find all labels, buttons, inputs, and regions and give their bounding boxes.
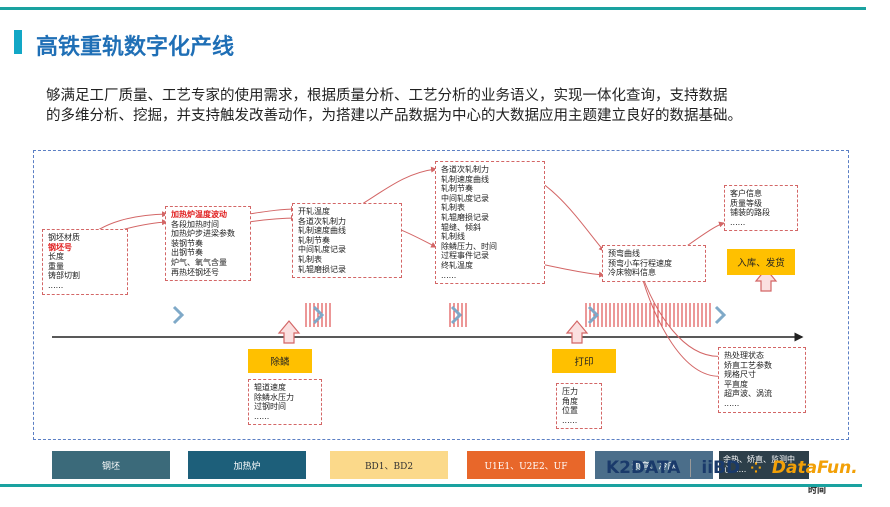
box-billet: 钢坯材质钢坯号长度重量铸部切割......	[42, 229, 128, 295]
box-line: 轧制线	[441, 232, 465, 242]
box-line: ......	[441, 270, 457, 280]
label-descale: 除鳞	[248, 349, 312, 373]
box-line: ......	[724, 398, 740, 408]
page-title: 高铁重轨数字化产线	[36, 35, 235, 60]
box-line: 装钢节奏	[171, 238, 203, 248]
stage-furnace: 加热炉	[188, 451, 306, 479]
stage-bending-cooling: 预弯、冷床	[595, 451, 713, 479]
box-line: 辊道速度	[254, 383, 286, 392]
box-line: 轧辊磨损记录	[441, 212, 489, 222]
time-label: 时间	[808, 486, 827, 496]
box-furnace: 加热炉温度波动各段加热时间加热炉步进梁参数装钢节奏出钢节奏炉气、氧气含量再热坯钢…	[165, 206, 251, 282]
box-line: 过钢时间	[254, 402, 286, 412]
box-descale: 辊道速度除鳞水压力过钢时间......	[248, 379, 322, 426]
box-line: 角度	[562, 396, 578, 406]
box-line: ......	[48, 280, 64, 290]
box-line: 预弯曲线	[608, 249, 640, 258]
box-line: 平直度	[724, 379, 748, 389]
box-line: 长度	[48, 252, 64, 262]
k2data-logo: K2DATA	[606, 458, 681, 478]
box-straighten: 热处理状态矫直工艺参数规格尺寸平直度超声波、涡流......	[718, 347, 806, 413]
box-line: 位置	[562, 406, 578, 416]
chevron-right-icon	[312, 305, 325, 325]
box-line: 出钢节奏	[171, 248, 203, 258]
stage-billet: 钢坯	[52, 451, 170, 479]
bottom-accent-line	[0, 484, 862, 487]
box-line: 冷床物料信息	[608, 268, 656, 278]
box-line: 轧辊磨损记录	[298, 264, 346, 274]
timeline-hatch	[52, 301, 812, 329]
box-line: 终轧温度	[441, 260, 473, 270]
box-line: 客户信息	[730, 189, 762, 198]
box-line: 轧制表	[298, 254, 322, 264]
box-line: 各道次轧制力	[441, 165, 489, 174]
box-line: 轧制速度曲线	[298, 226, 346, 236]
box-line: 除鳞水压力	[254, 392, 294, 402]
title-accent-bar	[14, 30, 22, 54]
box-line: 辊缝、倾斜	[441, 222, 481, 232]
description: 够满足工厂质量、工艺专家的使用需求，根据质量分析、工艺分析的业务语义，实现一体化…	[46, 86, 846, 126]
box-line: 铸部切割	[48, 271, 80, 281]
chevron-right-icon	[587, 305, 600, 325]
stage-bd: BD1、BD2	[330, 451, 448, 479]
box-line: 中间轧度记录	[441, 193, 489, 203]
diagram-frame: 钢坯 加热炉 BD1、BD2 U1E1、U2E2、UF 预弯、冷床 余热、矫直、…	[33, 150, 849, 496]
description-line: 的多维分析、挖掘，并支持触发改善动作，为搭建以产品数据为中心的大数据应用主题建立…	[46, 108, 742, 124]
box-line: 轧制速度曲线	[441, 174, 489, 184]
stage-straighten: 余热、矫直、监测中心......	[719, 451, 809, 479]
datafun-dots-icon: ⁘	[750, 459, 762, 476]
box-line: 规格尺寸	[724, 370, 756, 380]
box-line: 各段加热时间	[171, 219, 219, 229]
box-line: 加热炉温度波动	[171, 210, 227, 219]
box-line: 轧制表	[441, 203, 465, 213]
logo-separator	[690, 459, 692, 477]
box-line: 轧制节奏	[441, 184, 473, 194]
top-accent-line	[0, 7, 866, 10]
box-bending-cooling: 预弯曲线预弯小车行程速度冷床物料信息	[602, 245, 706, 282]
description-line: 够满足工厂质量、工艺专家的使用需求，根据质量分析、工艺分析的业务语义，实现一体化…	[46, 88, 728, 104]
chevron-right-icon	[714, 305, 727, 325]
box-line: ......	[730, 217, 746, 227]
box-line: 炉气、氧气含量	[171, 257, 227, 267]
box-line: 钢坯号	[48, 242, 72, 252]
box-line: 过程事件记录	[441, 251, 489, 261]
box-line: 铺装的路段	[730, 208, 770, 218]
chevron-right-icon	[172, 305, 185, 325]
iibd-logo: iiBD	[701, 458, 741, 478]
partner-logos: K2DATA iiBD ⁘ DataFun.	[606, 456, 858, 480]
box-bd: 开轧温度各道次轧制力轧制速度曲线轧制节奏中间轧度记录轧制表轧辊磨损记录	[292, 203, 402, 279]
box-line: 开轧温度	[298, 207, 330, 216]
up-arrows	[277, 268, 778, 344]
box-line: 中间轧度记录	[298, 245, 346, 255]
box-line: 矫直工艺参数	[724, 360, 772, 370]
box-line: ......	[254, 411, 270, 421]
box-line: 热处理状态	[724, 351, 764, 360]
box-line: 质量等级	[730, 198, 762, 208]
label-delivery: 入库、发货	[727, 249, 795, 275]
box-delivery: 客户信息质量等级铺装的路段......	[724, 185, 798, 232]
box-universal: 各道次轧制力轧制速度曲线轧制节奏中间轧度记录轧制表轧辊磨损记录辊缝、倾斜轧制线除…	[435, 161, 545, 285]
box-line: 压力	[562, 387, 578, 396]
box-line: ......	[562, 415, 578, 425]
box-line: 重量	[48, 261, 64, 271]
box-line: 预弯小车行程速度	[608, 258, 672, 268]
box-line: 各道次轧制力	[298, 216, 346, 226]
box-print: 压力角度位置......	[556, 383, 602, 430]
box-line: 加热炉步进梁参数	[171, 229, 235, 239]
datafun-logo: DataFun.	[771, 458, 858, 478]
stage-universal: U1E1、U2E2、UF	[467, 451, 585, 479]
box-line: 钢坯材质	[48, 233, 80, 242]
box-line: 轧制节奏	[298, 235, 330, 245]
box-line: 除鳞压力、时间	[441, 241, 497, 251]
chevron-right-icon	[450, 305, 463, 325]
box-line: 超声波、涡流	[724, 389, 772, 399]
timeline-ticks	[172, 303, 727, 327]
label-print: 打印	[552, 349, 616, 373]
box-line: 再热坯钢坯号	[171, 267, 219, 277]
